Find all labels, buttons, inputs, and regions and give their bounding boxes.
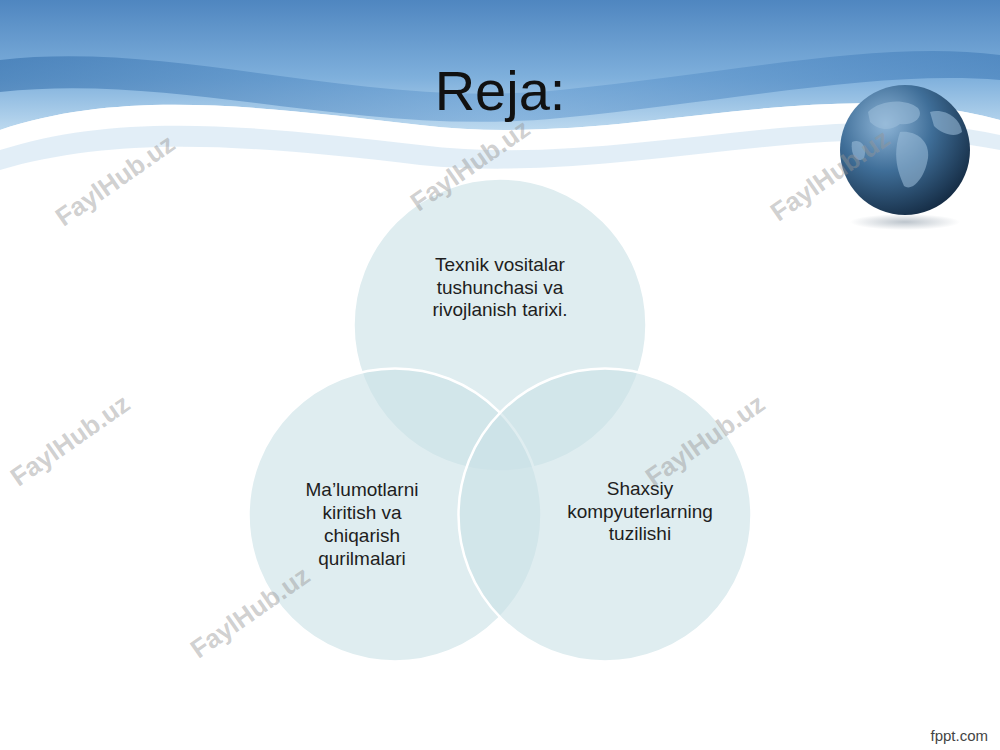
globe-shadow <box>850 214 960 230</box>
footer-credit: fppt.com <box>930 727 988 744</box>
circle-label: Ma’lumotlarni kiritish va chiqarish quri… <box>292 479 432 570</box>
plan-circle: Shaxsiy kompyuterlarning tuzilishi <box>457 367 753 663</box>
circle-label: Shaxsiy kompyuterlarning tuzilishi <box>549 478 731 546</box>
circle-label: Texnik vositalar tushunchasi va rivojlan… <box>418 254 583 322</box>
slide-title: Reja: <box>0 58 1000 123</box>
watermark: FaylHub.uz <box>4 388 135 493</box>
